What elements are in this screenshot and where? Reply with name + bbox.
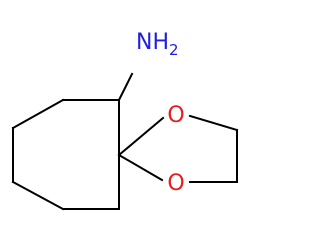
amine-hydrogen-count: 2 <box>169 41 179 59</box>
oxygen-upper-label: O <box>167 103 184 128</box>
amine-label: NH2 <box>136 30 179 59</box>
bond-c-to-amine <box>117 72 134 102</box>
ring-bond-upper-left-to-left <box>11 98 65 130</box>
amine-hydrogen-symbol: H <box>152 30 169 55</box>
bond-spiro-to-oxygen-upper <box>117 116 165 157</box>
amine-nitrogen-symbol: N <box>136 30 152 55</box>
bond-lines <box>11 72 239 211</box>
ring-bond-lower-left-to-bottom-left <box>11 180 65 211</box>
bond-oxygen-upper-to-ch2 <box>188 114 239 132</box>
molecule-structure: NH2 O O <box>11 30 239 211</box>
oxygen-lower-label: O <box>167 171 184 196</box>
bond-oxygen-lower-to-spiro <box>117 153 164 182</box>
